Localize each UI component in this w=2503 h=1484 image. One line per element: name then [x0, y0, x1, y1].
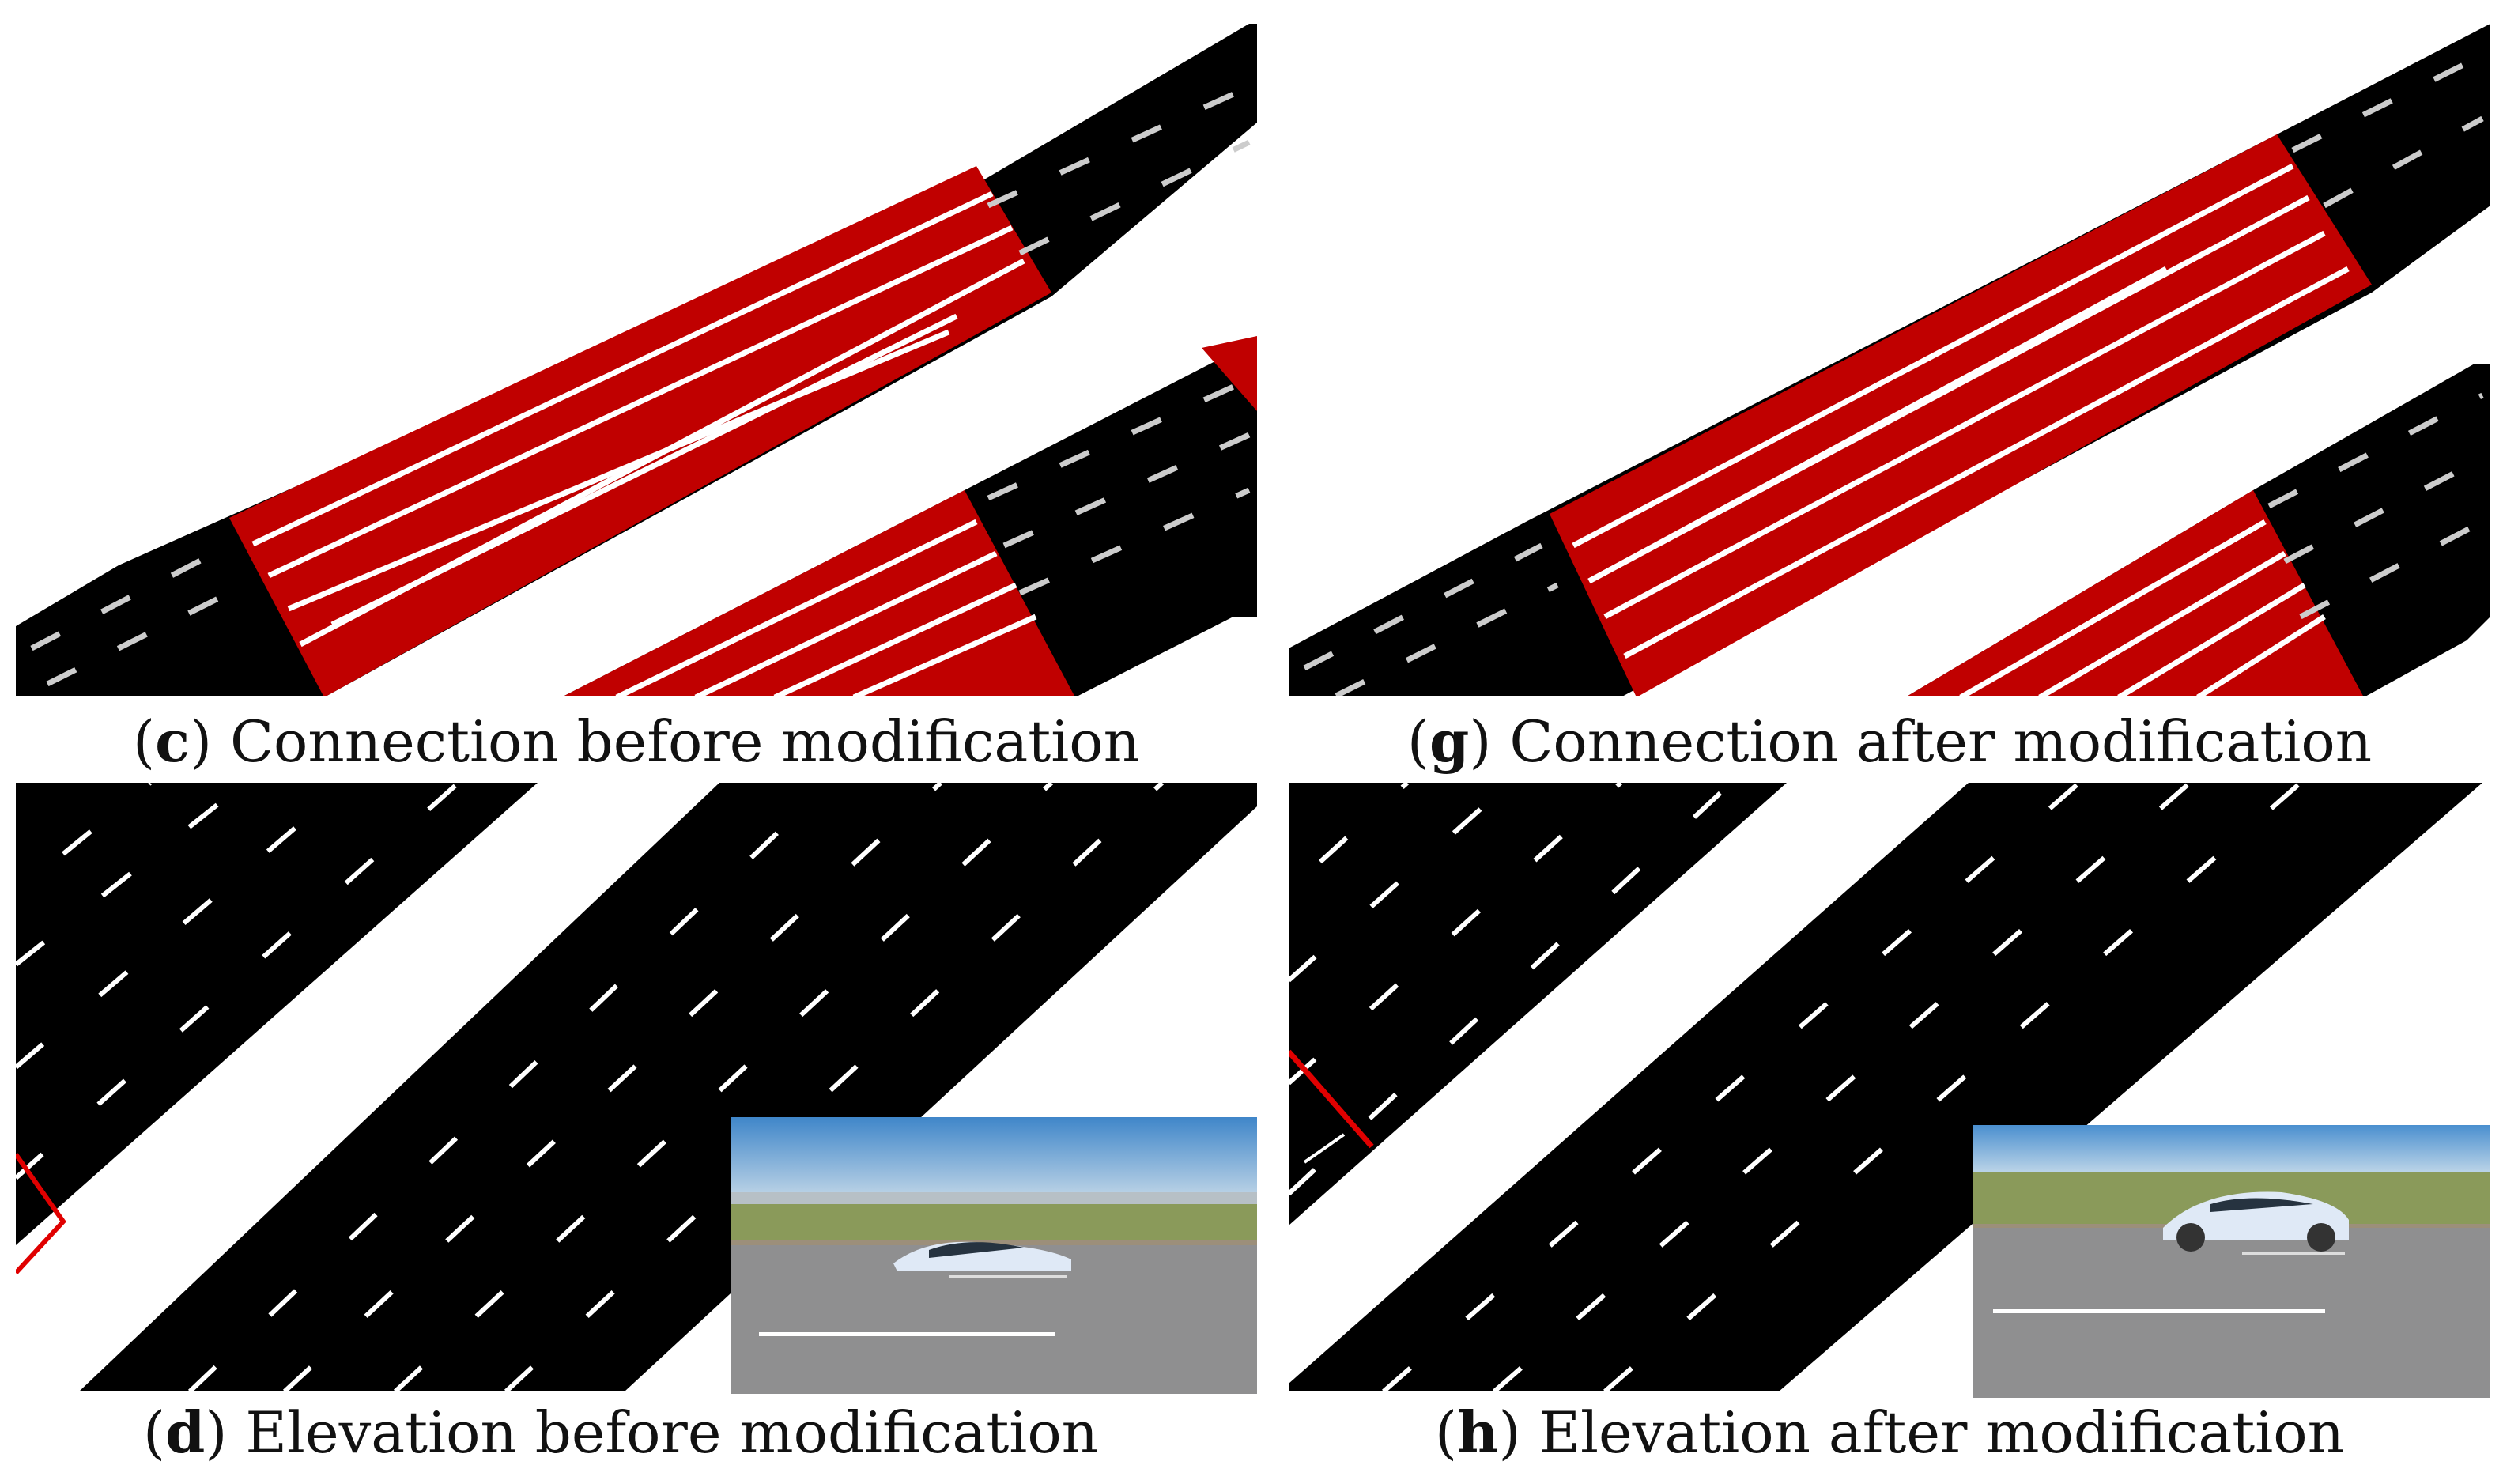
caption-g-text: Connection after modification — [1509, 708, 2373, 775]
car-icon — [2163, 1191, 2349, 1252]
caption-g: (g) Connection after modification — [1406, 708, 2373, 775]
road-network-image-g — [1289, 24, 2490, 696]
panel-c-connection-before — [16, 16, 1257, 696]
caption-d: (d) Elevation before modification — [142, 1399, 1099, 1466]
panel-letter-h: h — [1457, 1399, 1499, 1466]
panel-letter-g: g — [1429, 708, 1470, 775]
panel-h-elevation-after — [1289, 783, 2490, 1391]
panel-d-elevation-before — [16, 783, 1257, 1391]
caption-c: (c) Connection before modification — [133, 708, 1140, 775]
panel-g-connection-after — [1289, 16, 2490, 696]
road-network-image-h — [1289, 783, 2482, 1391]
panel-letter-c: c — [155, 708, 190, 775]
inset-car-scene-after — [1973, 1125, 2490, 1398]
inset-car-scene-before — [731, 1117, 1257, 1394]
car-icon — [893, 1241, 1071, 1271]
road-network-image-d — [16, 783, 1257, 1391]
caption-d-text: Elevation before modification — [245, 1399, 1099, 1466]
caption-c-text: Connection before modification — [229, 708, 1140, 775]
connection-highlight — [229, 166, 1051, 696]
road-network-image-c — [16, 24, 1257, 696]
caption-h: (h) Elevation after modification — [1435, 1399, 2344, 1466]
panel-letter-d: d — [165, 1399, 206, 1466]
caption-h-text: Elevation after modification — [1538, 1399, 2344, 1466]
